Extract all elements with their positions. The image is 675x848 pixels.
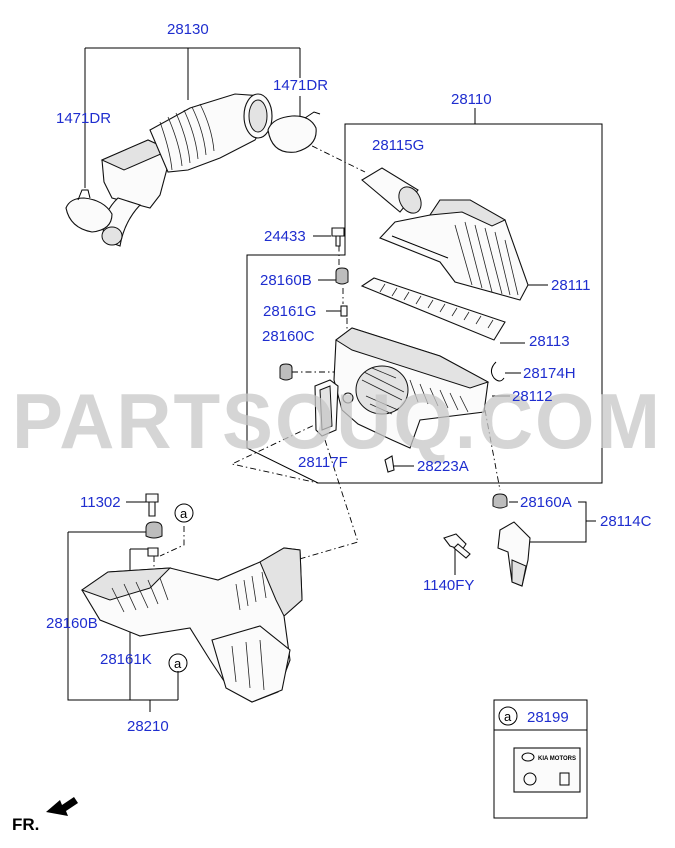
label-28160B-upper: 28160B: [260, 272, 312, 289]
label-28161K: 28161K: [100, 651, 152, 668]
part-number-labels: 28130 1471DR 1471DR 28110 28115G 24433 2…: [46, 21, 652, 735]
callouts: a a a: [168, 503, 518, 726]
callout-a-bottom: a: [174, 656, 182, 671]
watermark: PARTSOUQ.COM: [12, 377, 662, 465]
label-28117F: 28117F: [298, 454, 348, 471]
label-28114C: 28114C: [600, 513, 652, 530]
small-parts-upper: [279, 227, 505, 473]
callout-a-top: a: [180, 506, 188, 521]
intake-duct-28130: [65, 93, 321, 247]
label-1140FY: 1140FY: [423, 577, 474, 594]
label-28111: 28111: [551, 277, 591, 294]
label-28210: 28210: [127, 718, 169, 735]
label-28161G: 28161G: [263, 303, 316, 320]
inset-label-text: KIA MOTORS: [538, 756, 576, 762]
label-28160A: 28160A: [520, 494, 572, 511]
fr-arrow-icon: [46, 797, 78, 816]
lower-duct-28210: [80, 493, 303, 703]
tube-28115G: [361, 167, 422, 214]
label-1471DR-left: 1471DR: [56, 110, 111, 127]
inset-label-28199: KIA MOTORS: [513, 747, 581, 793]
label-28113: 28113: [529, 333, 570, 350]
label-28160B-lower: 28160B: [46, 615, 98, 632]
label-28160C: 28160C: [262, 328, 315, 345]
label-24433: 24433: [264, 228, 306, 245]
callout-a-inset: a: [504, 709, 512, 724]
label-28110: 28110: [451, 91, 492, 108]
label-28174H: 28174H: [523, 365, 576, 382]
cleaner-cover-28111: [379, 199, 529, 301]
label-11302: 11302: [80, 494, 121, 511]
front-direction-indicator: FR.: [12, 797, 78, 834]
label-28112: 28112: [512, 388, 553, 405]
label-28223A: 28223A: [417, 458, 469, 475]
label-1471DR-right: 1471DR: [273, 77, 328, 94]
label-28130: 28130: [167, 21, 209, 38]
label-28115G: 28115G: [372, 137, 424, 154]
filter-element-28113: [360, 277, 506, 341]
bracket-28114C: [443, 493, 531, 587]
cleaner-case-28112: [333, 327, 490, 449]
label-28199: 28199: [527, 709, 569, 726]
fr-label: FR.: [12, 815, 39, 834]
